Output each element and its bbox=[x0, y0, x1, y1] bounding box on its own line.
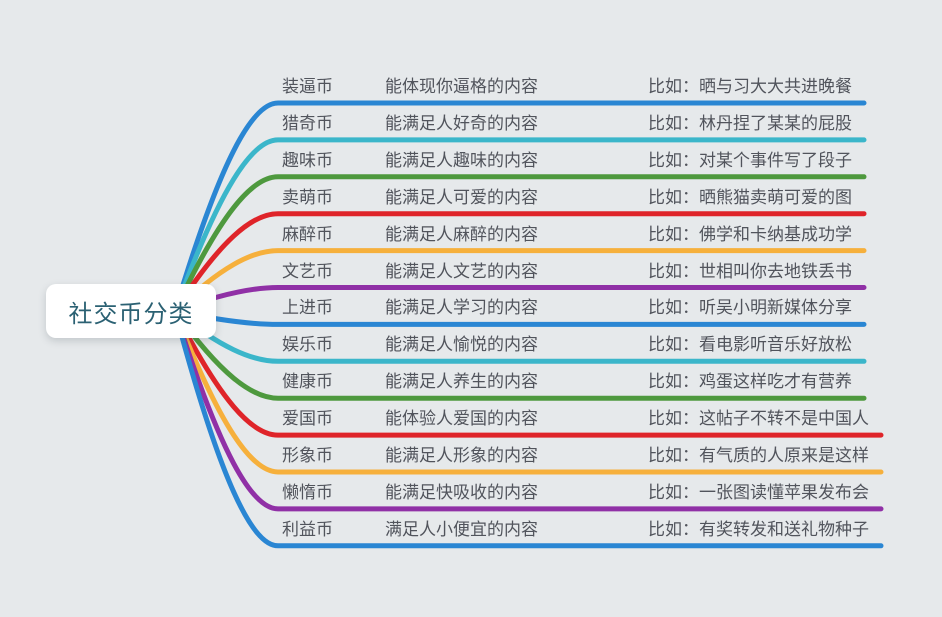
branch-connector-line bbox=[172, 308, 884, 512]
branch-topic-label[interactable]: 趣味币 bbox=[282, 150, 333, 170]
branch-description-label[interactable]: 能满足快吸收的内容 bbox=[385, 482, 538, 502]
branch-topic-label[interactable]: 麻醉币 bbox=[282, 224, 333, 244]
branch-description-label[interactable]: 能满足人好奇的内容 bbox=[385, 113, 538, 133]
branch-topic-label[interactable]: 装逼币 bbox=[282, 77, 333, 96]
branch-connector-line bbox=[172, 174, 867, 314]
branch-topic-label[interactable]: 上进币 bbox=[282, 298, 333, 318]
branch-topic-label[interactable]: 健康币 bbox=[282, 372, 333, 392]
branch-connector-line bbox=[172, 137, 867, 314]
root-topic-label: 社交币分类 bbox=[68, 300, 194, 328]
branch-example-label[interactable]: 比如：晒与习大大共进晚餐 bbox=[648, 77, 852, 96]
branch-description-label[interactable]: 能满足人趣味的内容 bbox=[385, 150, 538, 170]
branch-connector-line bbox=[172, 100, 867, 314]
branch-description-label[interactable]: 满足人小便宜的内容 bbox=[385, 519, 538, 539]
branch-example-label[interactable]: 比如：听吴小明新媒体分享 bbox=[648, 298, 852, 318]
branch-example-label[interactable]: 比如：佛学和卡纳基成功学 bbox=[648, 224, 852, 244]
branch-connector-line bbox=[172, 308, 884, 549]
branch-topic-label[interactable]: 利益币 bbox=[282, 519, 333, 539]
root-topic-node[interactable]: 社交币分类 bbox=[46, 284, 216, 338]
branch-topic-label[interactable]: 猎奇币 bbox=[282, 113, 333, 133]
branch-example-label[interactable]: 比如：看电影听音乐好放松 bbox=[648, 335, 852, 355]
branch-description-label[interactable]: 能满足人形象的内容 bbox=[385, 446, 538, 465]
branch-example-label[interactable]: 比如：一张图读懂苹果发布会 bbox=[648, 482, 869, 502]
branch-description-label[interactable]: 能满足人可爱的内容 bbox=[385, 187, 538, 207]
branch-description-label[interactable]: 能满足人愉悦的内容 bbox=[385, 335, 538, 355]
branch-description-label[interactable]: 能满足人学习的内容 bbox=[385, 298, 538, 318]
branch-description-label[interactable]: 能体验人爱国的内容 bbox=[385, 409, 538, 429]
branch-connector-line bbox=[172, 308, 884, 475]
branch-example-label[interactable]: 比如：晒熊猫卖萌可爱的图 bbox=[648, 187, 852, 207]
branch-example-label[interactable]: 比如：有奖转发和送礼物种子 bbox=[648, 519, 869, 539]
branch-description-label[interactable]: 能满足人麻醉的内容 bbox=[385, 224, 538, 244]
branch-example-label[interactable]: 比如：鸡蛋这样吃才有营养 bbox=[648, 372, 852, 392]
branch-example-label[interactable]: 比如：有气质的人原来是这样 bbox=[648, 446, 869, 465]
branch-example-label[interactable]: 比如：对某个事件写了段子 bbox=[648, 150, 852, 170]
branch-description-label[interactable]: 能满足人文艺的内容 bbox=[385, 261, 538, 281]
branch-connector-line bbox=[172, 308, 884, 438]
branch-example-label[interactable]: 比如：世相叫你去地铁丢书 bbox=[648, 261, 852, 281]
branch-description-label[interactable]: 能满足人养生的内容 bbox=[385, 372, 538, 392]
branch-topic-label[interactable]: 卖萌币 bbox=[282, 187, 333, 207]
branch-topic-label[interactable]: 懒惰币 bbox=[282, 482, 333, 502]
branch-example-label[interactable]: 比如：林丹捏了某某的屁股 bbox=[648, 113, 852, 133]
branch-description-label[interactable]: 能体现你逼格的内容 bbox=[385, 77, 538, 96]
branch-topic-label[interactable]: 形象币 bbox=[282, 446, 333, 465]
branch-topic-label[interactable]: 爱国币 bbox=[282, 409, 333, 429]
branch-topic-label[interactable]: 娱乐币 bbox=[282, 335, 333, 355]
branch-example-label[interactable]: 比如：这帖子不转不是中国人 bbox=[648, 409, 869, 429]
branch-topic-label[interactable]: 文艺币 bbox=[282, 261, 333, 281]
